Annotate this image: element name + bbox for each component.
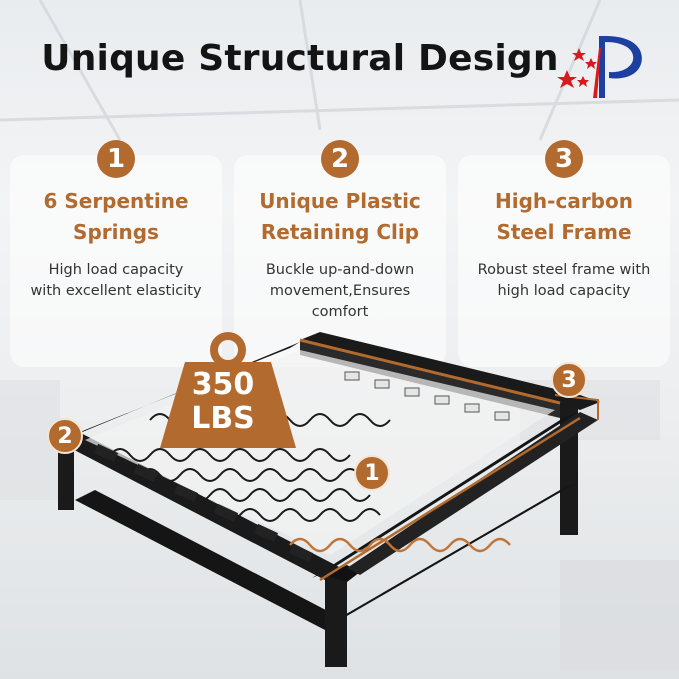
feature-title-line: 6 Serpentine [43,189,189,213]
weight-capacity-label: 350 LBS [168,368,278,436]
feature-title-line: Retaining Clip [260,220,420,244]
feature-title-line: Steel Frame [496,220,632,244]
feature-title: Unique Plastic Retaining Clip [230,186,450,248]
page-title: Unique Structural Design [41,38,559,79]
spring-frame-illustration [55,332,600,667]
feature-desc-line: Robust steel frame with [477,262,651,278]
weight-value: 350 [191,367,255,402]
feature-card-3 [458,155,670,367]
weight-icon [160,332,296,448]
marker-springs: 1 [354,455,390,491]
feature-desc-line: movement,Ensures [269,283,411,299]
feature-desc-line: Buckle up-and-down [265,262,415,278]
feature-description: Robust steel frame with high load capaci… [454,260,674,302]
feature-title-line: High-carbon [495,189,633,213]
feature-desc-line: comfort [311,304,369,320]
feature-title-line: Unique Plastic [259,189,421,213]
brand-logo-icon [557,36,642,98]
feature-desc-line: High load capacity [48,262,184,278]
feature-card-2 [234,155,446,367]
feature-desc-line: with excellent elasticity [30,283,202,299]
feature-title: 6 Serpentine Springs [6,186,226,248]
feature-description: High load capacity with excellent elasti… [6,260,226,302]
marker-clip: 2 [47,418,83,454]
weight-unit: LBS [191,401,255,436]
feature-description: Buckle up-and-down movement,Ensures comf… [230,260,450,323]
feature-desc-line: high load capacity [497,283,631,299]
feature-title: High-carbon Steel Frame [454,186,674,248]
feature-number-badge: 1 [97,140,135,178]
feature-number-badge: 2 [321,140,359,178]
feature-title-line: Springs [73,220,159,244]
feature-number-badge: 3 [545,140,583,178]
marker-frame: 3 [551,362,587,398]
feature-card-1 [10,155,222,367]
